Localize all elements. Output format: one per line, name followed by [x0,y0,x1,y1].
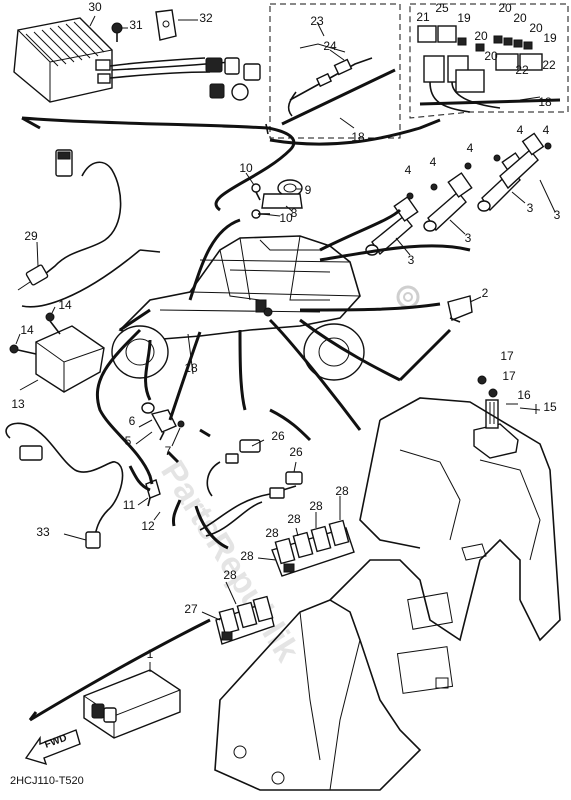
callout-29: 29 [24,229,38,243]
callout-26-a: 26 [271,429,285,443]
callout-20-c: 20 [513,11,527,25]
callout-4-d: 4 [517,123,524,137]
callout-8: 8 [291,206,298,220]
callout-20-d: 20 [529,21,543,35]
callout-labels: 30 31 32 29 14 14 13 10 9 8 10 18 23 24 … [11,0,560,661]
callout-1: 1 [147,647,154,661]
bracket-13 [35,325,105,393]
vehicle-frame [118,235,361,341]
callout-25: 25 [435,1,449,15]
callout-28-b: 28 [309,499,323,513]
bolt-4-group [406,142,552,200]
callout-12: 12 [141,519,155,533]
callout-19-b: 19 [543,31,557,45]
callout-3-c: 3 [527,201,534,215]
callout-13: 13 [11,397,25,411]
callout-2: 2 [482,286,489,300]
bolt-14-lower [9,344,37,355]
callout-28-e: 28 [240,549,254,563]
oxygen-sensor-33 [5,422,124,549]
callout-14-lower: 14 [20,323,34,337]
callout-33: 33 [36,525,50,539]
callout-6: 6 [129,414,136,428]
callout-20-b: 20 [498,1,512,15]
lower-frame [214,397,561,791]
oxygen-sensor-29 [17,149,122,291]
callout-17-a: 17 [500,349,514,363]
callout-23: 23 [310,14,324,28]
callout-30: 30 [88,0,102,14]
callout-7: 7 [165,444,172,458]
callout-26-b: 26 [289,445,303,459]
callout-4-c: 4 [467,141,474,155]
detail-box-23 [269,3,401,139]
callout-16: 16 [517,388,531,402]
callout-15: 15 [543,400,557,414]
harness-26 [194,439,303,550]
callout-4-b: 4 [430,155,437,169]
relay-row-28 [271,519,355,577]
callout-32: 32 [199,11,213,25]
callout-19-a: 19 [457,11,471,25]
watermark-gear-icon [396,285,420,309]
callout-31: 31 [129,18,143,32]
front-wheel [111,325,169,379]
ignition-coil-3-b [423,172,473,232]
ignition-coil-3-d [499,132,545,190]
callout-28-d: 28 [265,526,279,540]
callout-9: 9 [305,183,312,197]
callout-10-upper: 10 [239,161,253,175]
callout-28-f: 28 [223,568,237,582]
callout-27: 27 [184,602,198,616]
callout-20-e: 20 [484,49,498,63]
callout-24: 24 [323,39,337,53]
callout-28-a: 28 [335,484,349,498]
callout-3-b: 3 [465,231,472,245]
control-unit-1 [83,669,181,739]
leader-lines [15,15,556,672]
callout-21: 21 [416,10,430,24]
wire-harness-30 [109,57,261,101]
callout-11: 11 [123,498,136,512]
fwd-arrow-icon: FWD [24,729,81,766]
ecu-module-30 [13,17,113,103]
relay-row-27 [215,595,275,645]
callout-3-d: 3 [554,208,561,222]
divider-lines [21,116,471,722]
callout-3-a: 3 [408,253,415,267]
bolt-14-upper [45,312,61,335]
callout-22-a: 22 [515,63,529,77]
relay-cluster [417,25,561,113]
diagram-code: 2HCJ110-T520 [10,775,84,787]
sensor-2 [447,295,473,323]
sensor-group-8-9-10 [251,179,303,219]
bracket-32 [155,9,177,41]
callout-22-b: 22 [542,58,556,72]
callout-10-lower: 10 [279,211,293,225]
relay-assembly-15 [473,375,519,459]
callout-18-relays: 18 [538,95,552,109]
sensor-harness-24 [281,43,396,126]
callout-5: 5 [125,434,132,448]
callout-4-a: 4 [405,163,412,177]
callout-4-e: 4 [543,123,550,137]
detail-box-relays [409,3,569,119]
callout-18-vehicle: 18 [184,361,198,375]
callout-18-box: 18 [351,130,365,144]
callout-17-b: 17 [502,369,516,383]
sensor-11 [145,479,161,507]
bolt-31 [111,22,123,42]
callout-14-upper: 14 [58,298,72,312]
callout-28-c: 28 [287,512,301,526]
callout-20-a: 20 [474,29,488,43]
